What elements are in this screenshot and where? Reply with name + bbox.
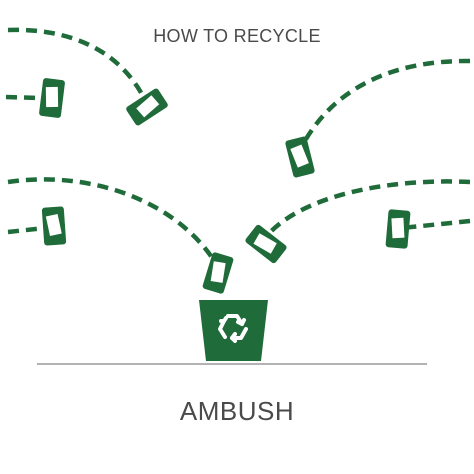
trajectory-line	[297, 58, 471, 152]
can-icon	[385, 209, 411, 249]
can-icon	[126, 88, 168, 126]
can-icon	[245, 224, 287, 264]
recycle-bin-icon	[199, 300, 268, 361]
caption: AMBUSH	[179, 396, 295, 426]
can-icon	[202, 252, 234, 294]
can-icon	[41, 206, 67, 246]
can-icon	[285, 136, 315, 178]
trajectory-line	[7, 177, 217, 264]
trajectory-line	[401, 218, 471, 231]
trajectory-lines	[5, 27, 471, 264]
page-title: HOW TO RECYCLE	[153, 26, 321, 46]
trajectory-line	[7, 27, 148, 102]
trajectory-line	[5, 94, 41, 101]
recycle-symbol-icon	[218, 314, 248, 343]
trajectory-line	[263, 179, 471, 240]
trajectory-line	[7, 225, 46, 235]
can-icon	[39, 78, 65, 118]
